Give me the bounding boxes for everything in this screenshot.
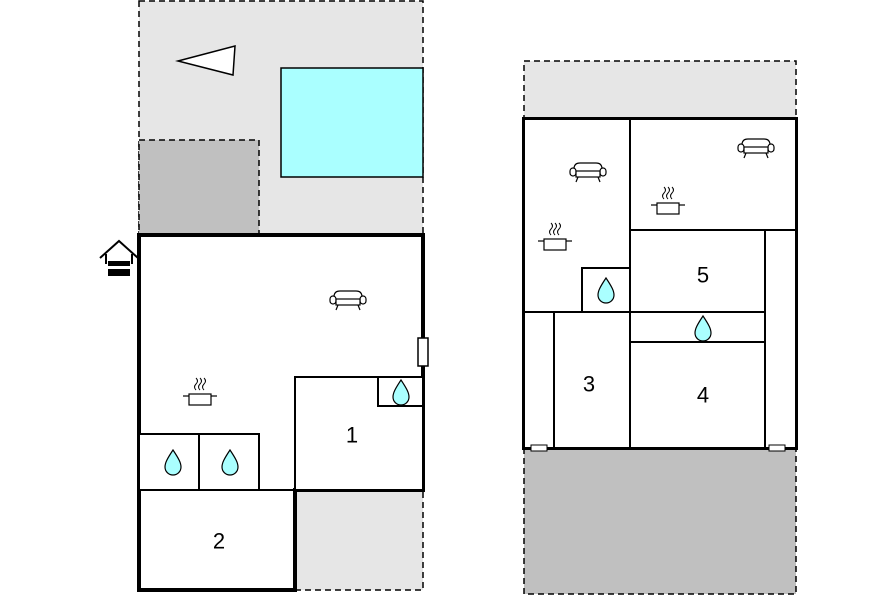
room-2-label: 2: [213, 529, 225, 554]
living-room-right-b: [629, 118, 797, 231]
room-3-label: 3: [583, 372, 595, 397]
pool: [280, 67, 424, 178]
room-1-label: 1: [346, 423, 358, 448]
corridor-left: [523, 311, 555, 449]
outdoor-terrace-bottom-right: [523, 447, 797, 595]
covered-area-left: [138, 139, 260, 236]
outdoor-terrace-top-right: [523, 60, 797, 120]
corridor-right: [764, 229, 797, 449]
door-icon: [530, 444, 548, 452]
room-4: [629, 341, 766, 449]
door-icon: [768, 444, 786, 452]
north-arrow-icon: [175, 45, 236, 76]
outdoor-terrace-bottom: [294, 489, 424, 591]
well-icon: [99, 239, 139, 276]
room-1: [294, 376, 424, 491]
room-4-label: 4: [697, 383, 709, 408]
room-5-label: 5: [697, 263, 709, 288]
room-3: [553, 311, 631, 449]
door-icon: [417, 337, 429, 367]
room-5: [629, 229, 766, 313]
